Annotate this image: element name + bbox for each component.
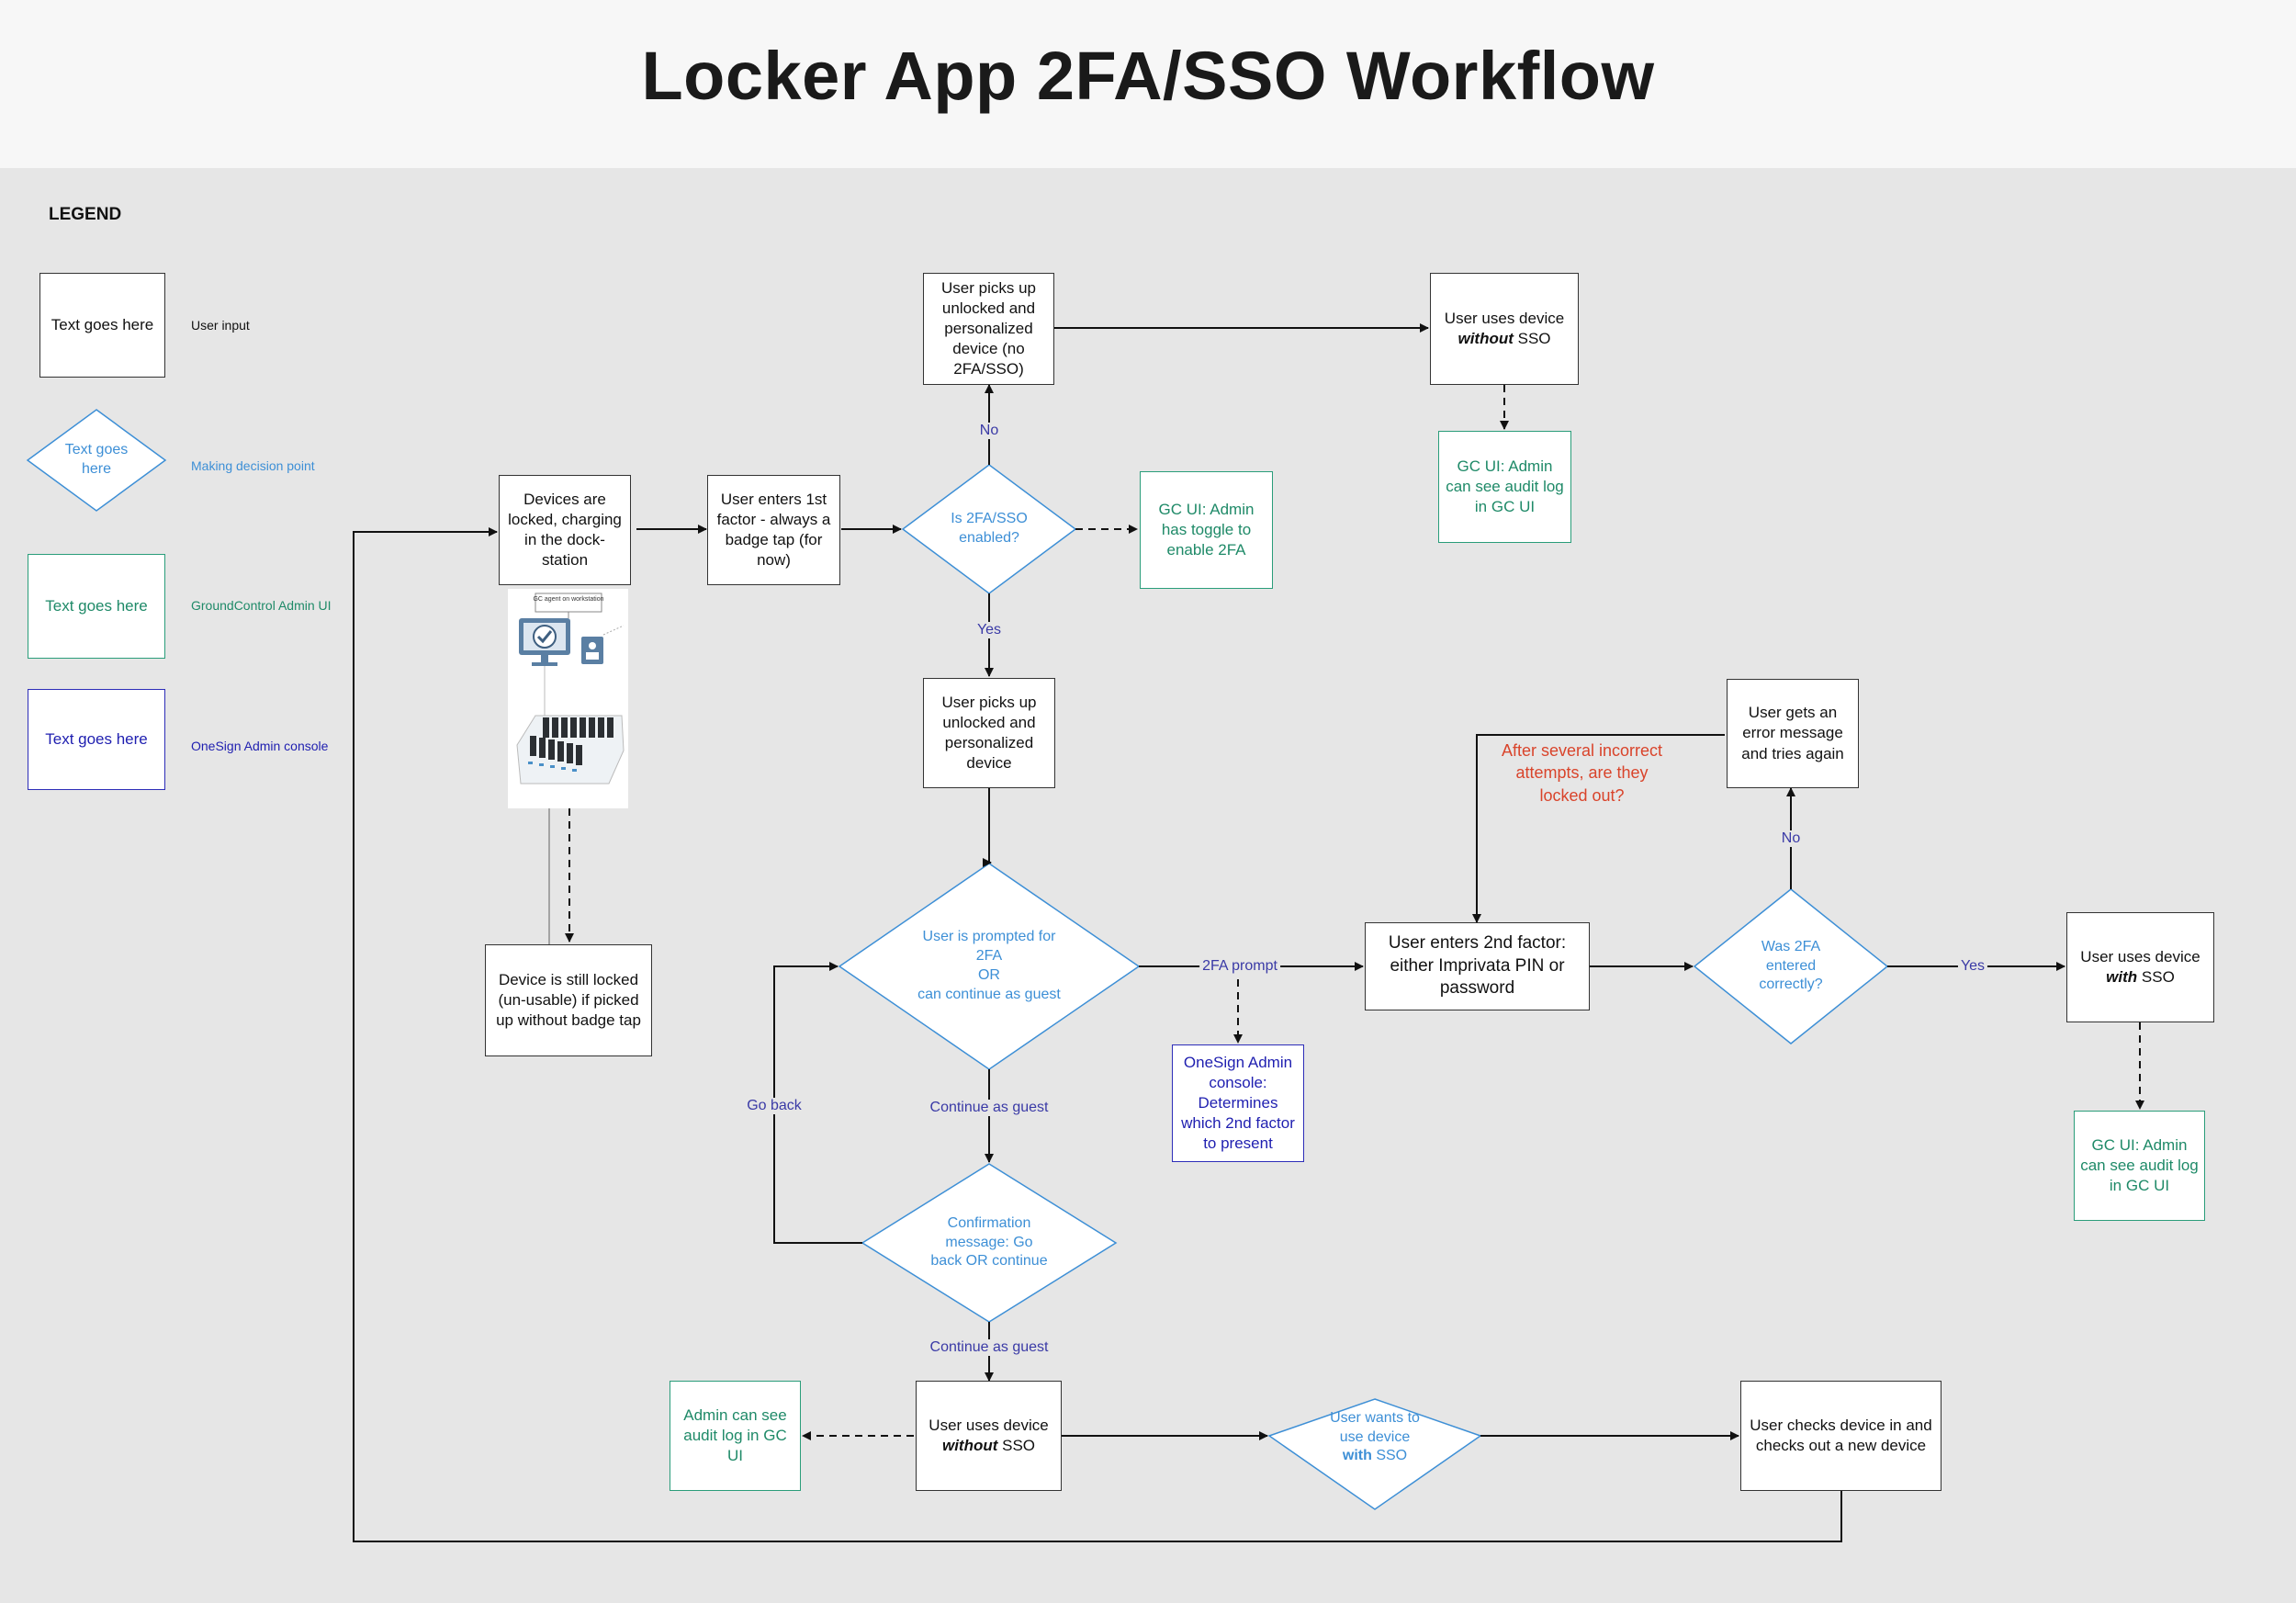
edge-label-continue-guest-1: Continue as guest — [927, 1100, 1052, 1116]
edge-label-2fa-prompt: 2FA prompt — [1199, 958, 1280, 975]
legend-user-input-desc: User input — [191, 318, 250, 333]
decision-prompted-text: User is prompted for 2FA OR can continue… — [897, 903, 1081, 1030]
decision-confirmation-text: Confirmation message: Go back OR continu… — [930, 1214, 1048, 1270]
diagram-canvas: LEGEND Text goes here User input Text go… — [0, 168, 2296, 1603]
photo-caption: GC agent on workstation — [533, 596, 603, 603]
edge-label-no-right: No — [1778, 830, 1804, 847]
legend-user-input-sample: Text goes here — [39, 273, 165, 378]
node-still-locked: Device is still locked (un-usable) if pi… — [485, 944, 652, 1056]
legend-onesign-sample: Text goes here — [28, 689, 165, 790]
legend-onesign-desc: OneSign Admin console — [191, 739, 329, 753]
legend-groundcontrol-desc: GroundControl Admin UI — [191, 598, 332, 613]
legend-decision-desc: Making decision point — [191, 458, 315, 473]
node-onesign-console: OneSign Admin console: Determines which … — [1172, 1044, 1304, 1162]
dock-station-photo: GC agent on workstation — [508, 589, 628, 808]
decision-was-2fa-correct — [1693, 888, 1889, 1044]
connector-layer — [26, 323, 2144, 1542]
legend-title: LEGEND — [49, 205, 122, 224]
decision-was-2fa-correct-text: Was 2FA entered correctly? — [1759, 938, 1823, 993]
page-title: Locker App 2FA/SSO Workflow — [641, 38, 1655, 114]
node-audit-right: GC UI: Admin can see audit log in GC UI — [2074, 1111, 2205, 1221]
edge-label-yes-right: Yes — [1957, 958, 1988, 975]
prompted-line-2: 2FA — [975, 948, 1003, 965]
node-pickup-personalized: User picks up unlocked and personalized … — [923, 678, 1055, 788]
dock-station-illustration: GC agent on workstation — [516, 593, 625, 785]
legend-decision-sample: Text goes here — [64, 442, 129, 477]
edge-label-continue-guest-2: Continue as guest — [927, 1339, 1052, 1356]
node-devices-locked: Devices are locked, charging in the dock… — [499, 475, 631, 585]
locked-out-question: After several incorrect attempts, are th… — [1501, 741, 1663, 805]
node-enter-second-factor: User enters 2nd factor: either Imprivata… — [1365, 922, 1590, 1010]
decision-is-2fa-enabled-text: Is 2FA/SSO enabled? — [951, 511, 1028, 546]
prompted-line-1: User is prompted for — [922, 929, 1056, 945]
legend-diamond — [26, 409, 167, 512]
node-pickup-no-sso: User picks up unlocked and personalized … — [923, 273, 1054, 385]
node-error-retry: User gets an error message and tries aga… — [1727, 679, 1859, 788]
node-audit-bottom: Admin can see audit log in GC UI — [670, 1381, 801, 1491]
decision-prompted-text-inner: User is prompted for 2FA OR can continue… — [917, 928, 1061, 1004]
edge-label-no-top: No — [976, 423, 1002, 439]
decision-wants-sso — [1267, 1398, 1482, 1510]
dashed-connectors — [565, 385, 2144, 1440]
prompted-line-4: can continue as guest — [917, 986, 1061, 1002]
legend-groundcontrol-sample: Text goes here — [28, 554, 165, 659]
edge-label-go-back: Go back — [744, 1098, 805, 1114]
node-checks-in: User checks device in and checks out a n… — [1740, 1381, 1941, 1491]
node-enter-first-factor: User enters 1st factor - always a badge … — [707, 475, 840, 585]
edge-label-yes-down: Yes — [974, 622, 1005, 638]
prompted-line-3: OR — [977, 967, 1000, 983]
node-audit-top: GC UI: Admin can see audit log in GC UI — [1438, 431, 1571, 543]
title-bar: Locker App 2FA/SSO Workflow — [0, 0, 2296, 168]
node-gc-toggle: GC UI: Admin has toggle to enable 2FA — [1140, 471, 1273, 589]
